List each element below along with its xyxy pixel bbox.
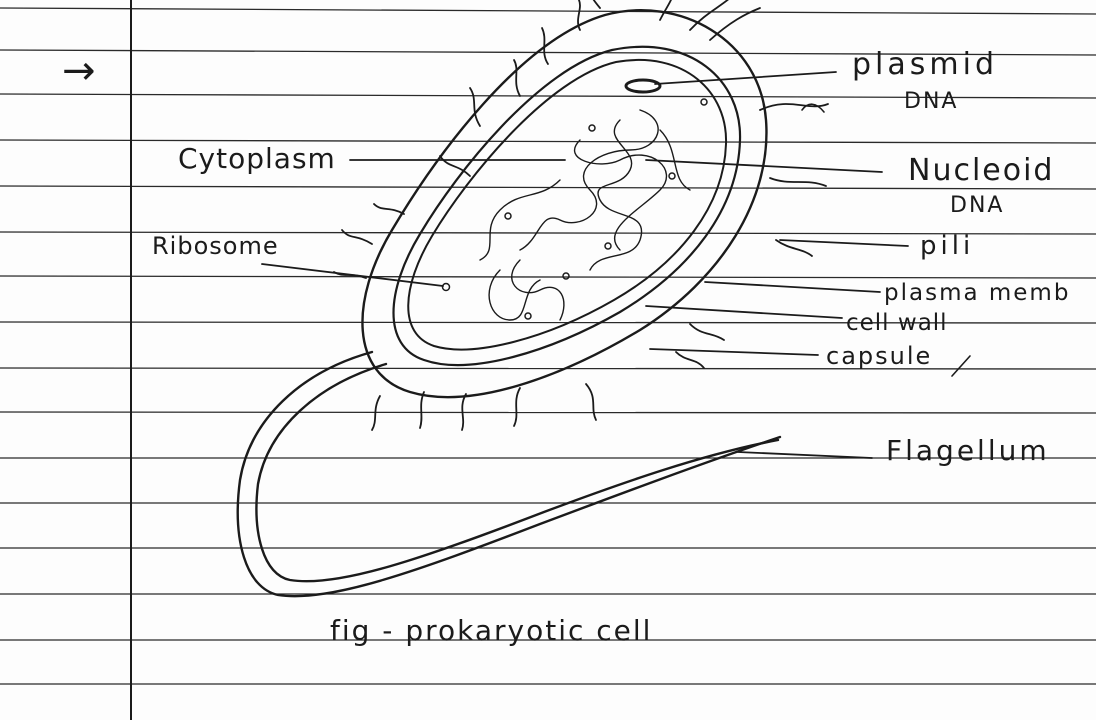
cell-wall-outline [394,47,741,365]
plasmid-dna [626,80,660,92]
ribosome [589,125,595,131]
label-cytoplasm: Cytoplasm [178,142,336,175]
label-capsule: capsule [826,342,932,370]
label-plasmid: plasmid [852,47,998,82]
ruled-line [0,8,1096,14]
plasma-membrane-outline [408,60,726,350]
cell-body [362,10,766,397]
ribosome [525,313,531,319]
ribosome [563,273,569,279]
plasmid-leader [655,72,836,84]
caption: fig - prokaryotic cell [330,614,652,647]
label-nucleoid-dna: DNA [950,193,1004,218]
margin-arrow-icon: → [62,48,96,94]
pili-leader [780,240,908,246]
label-plasmid-dna: DNA [904,89,958,114]
cell-wall-leader [646,306,842,318]
pili [334,0,828,430]
ribosome [605,243,611,249]
leader-lines [262,72,908,458]
label-cell-wall: cell wall [846,310,948,336]
ruled-line [0,140,1096,143]
label-ribosome: Ribosome [152,232,279,260]
label-pili: pili [920,231,974,261]
ribosome [443,284,450,291]
flagellum-leader [738,452,872,458]
ribosomes [443,99,708,319]
ruled-line [0,412,1096,413]
ribosome [701,99,707,105]
plasma-membrane-leader [705,282,880,292]
ruled-line [0,276,1096,278]
label-nucleoid: Nucleoid [908,153,1054,188]
ribosome [505,213,511,219]
label-flagellum: Flagellum [886,434,1050,467]
ribosome [669,173,675,179]
label-plasma-membrane: plasma memb [884,280,1070,306]
